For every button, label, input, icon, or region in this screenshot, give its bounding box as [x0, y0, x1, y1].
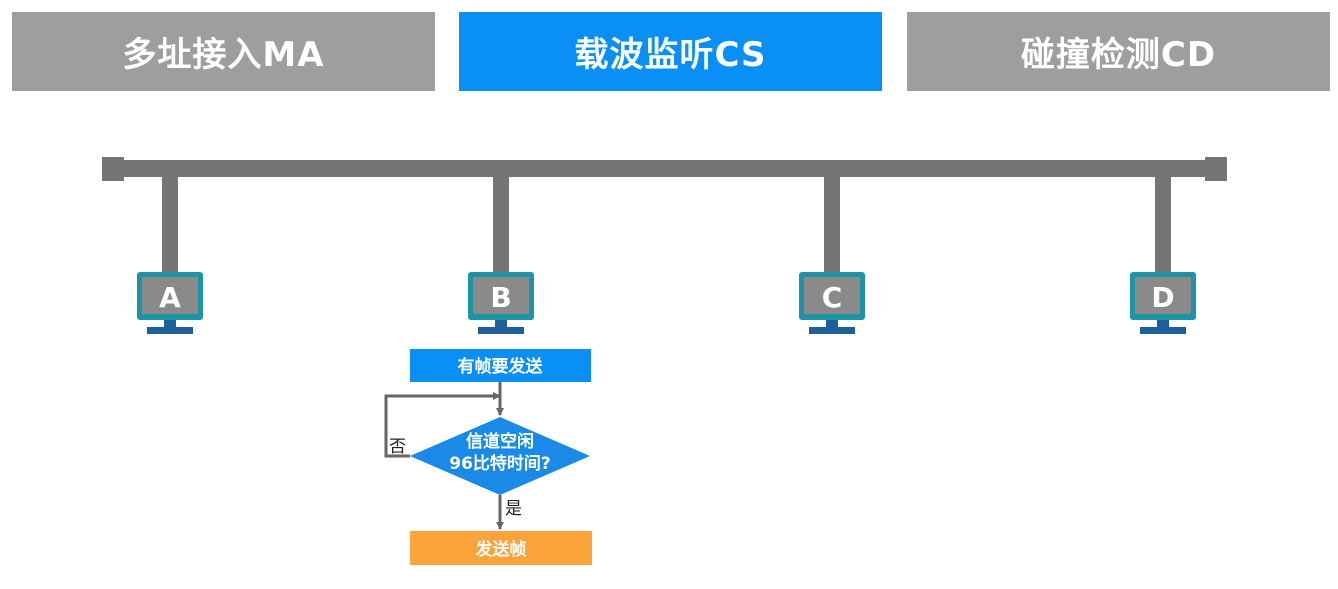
tab-label: 碰撞检测CD: [1020, 35, 1217, 75]
tab-label: 多址接入MA: [122, 35, 325, 75]
computer-icon-b[interactable]: B: [468, 272, 534, 334]
computer-icon-d[interactable]: D: [1130, 272, 1196, 334]
flow-arrow-no-loop: [384, 392, 501, 458]
flow-start-label: 有帧要发送: [458, 356, 544, 377]
flow-no-label: 否: [389, 437, 406, 457]
tab-collision-detection[interactable]: 碰撞检测CD: [907, 12, 1330, 91]
flow-start-box: [410, 349, 591, 382]
bus-line: [102, 157, 1227, 181]
flow-yes-label: 是: [505, 499, 522, 519]
tab-carrier-sense[interactable]: 载波监听CS: [459, 12, 882, 91]
computer-icon-c[interactable]: C: [799, 272, 865, 334]
computer-icon-a[interactable]: A: [137, 272, 203, 334]
flow-decision-diamond: [410, 417, 590, 495]
station-label-d: D: [1151, 281, 1174, 314]
bus-drop-b: [493, 177, 509, 273]
bus-drop-a: [162, 177, 178, 273]
station-label-a: A: [159, 281, 181, 314]
flow-decision-line1: 信道空闲: [466, 431, 534, 452]
station-label-b: B: [490, 281, 511, 314]
bus-drop-c: [824, 177, 840, 273]
flowchart: 有帧要发送 信道空闲 96比特时间? 否 是 发送帧: [384, 349, 592, 565]
tab-multiple-access[interactable]: 多址接入MA: [12, 12, 435, 91]
bus-drop-d: [1155, 177, 1171, 273]
tab-label: 载波监听CS: [574, 35, 767, 75]
flow-end-box: [410, 531, 592, 565]
station-label-c: C: [822, 281, 843, 314]
flow-decision-line2: 96比特时间?: [449, 453, 551, 474]
flow-end-label: 发送帧: [475, 539, 527, 560]
